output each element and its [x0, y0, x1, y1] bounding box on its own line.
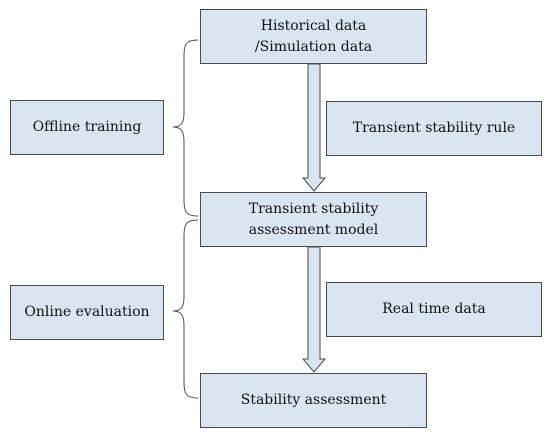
assessment-model-box: Transient stability assessment model [200, 192, 427, 247]
historical-data-box: Historical data /Simulation data [200, 9, 427, 64]
real-time-data-label: Real time data [382, 301, 486, 317]
online-evaluation-brace [172, 219, 199, 399]
historical-data-label: Historical data /Simulation data [254, 17, 373, 55]
arrow-model-to-assessment [301, 246, 327, 373]
stability-assessment-label: Stability assessment [240, 392, 387, 408]
stability-assessment-box: Stability assessment [200, 373, 427, 428]
offline-training-brace [172, 39, 199, 217]
transient-stability-rule-label: Transient stability rule [352, 120, 516, 136]
arrow-historical-to-model [301, 63, 327, 192]
real-time-data-box: Real time data [326, 282, 542, 337]
offline-training-box: Offline training [10, 100, 164, 155]
assessment-model-label: Transient stability assessment model [248, 200, 379, 238]
online-evaluation-box: Online evaluation [10, 285, 164, 340]
transient-stability-rule-box: Transient stability rule [326, 101, 542, 156]
online-evaluation-label: Online evaluation [24, 304, 150, 320]
offline-training-label: Offline training [32, 119, 142, 135]
